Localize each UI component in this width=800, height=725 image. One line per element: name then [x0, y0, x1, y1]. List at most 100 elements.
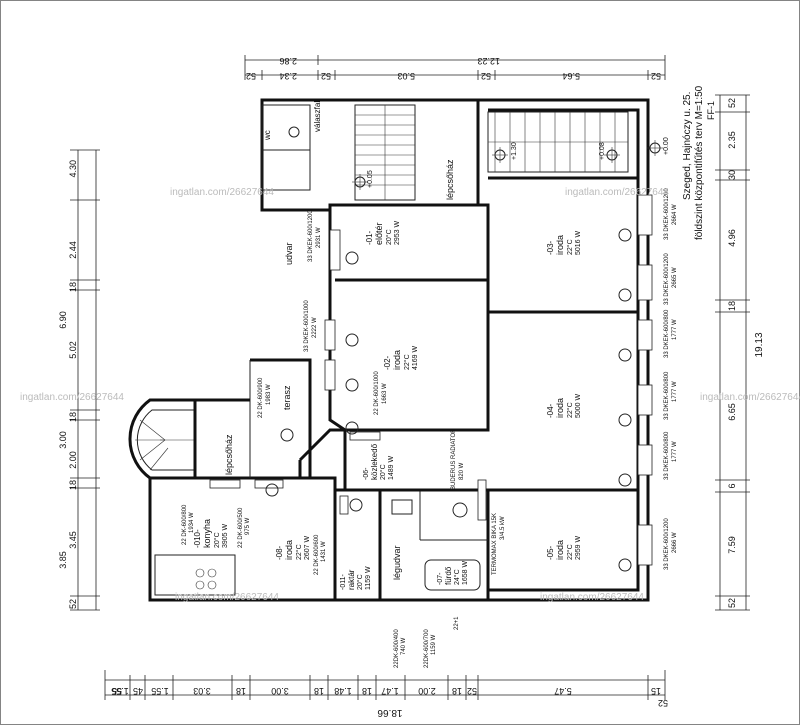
dim-right-2: 2.35 — [727, 131, 737, 149]
radiator-r3 — [637, 194, 653, 236]
room-04-name: iroda — [555, 398, 565, 418]
dim-left-12: 52 — [68, 599, 78, 609]
watermark-5: ingatlan.com/26627644 — [175, 592, 279, 603]
room-06-temp: 20°C — [379, 464, 387, 480]
room-010-num: -010- — [193, 529, 202, 548]
room-03-name: iroda — [555, 235, 565, 255]
room-01: -01- előtér 20°C 2953 W — [365, 220, 401, 245]
room-01-power: 2953 W — [394, 220, 401, 245]
dim-bottom-6: 18 — [236, 686, 246, 696]
dim-top-3: 52 — [321, 71, 331, 81]
lower-rad-b-power: 1159 W — [431, 634, 437, 655]
lower-rad-b-spec: 22DK-600/700 — [424, 629, 430, 668]
room-02-num: -02- — [383, 355, 392, 370]
watermark-3: ingatlan.com/26627644 — [20, 392, 124, 403]
radiator-r9 — [209, 479, 241, 489]
middle-block-wall — [328, 203, 490, 432]
rad-r3b-power: 2665 W — [672, 267, 678, 288]
dim-top-2: 2.34 — [279, 71, 297, 81]
top-stairs — [354, 104, 629, 201]
room-06-power: 1489 W — [388, 455, 395, 480]
radiator-r4b — [637, 384, 653, 416]
dim-top-1: 52 — [246, 71, 256, 81]
dim-left-6: 18 — [68, 412, 78, 422]
corridor-diagonal — [298, 428, 347, 490]
dim-bottom-4: 1.55 — [151, 686, 169, 696]
dim-bottom-5: 3.03 — [193, 686, 211, 696]
right-block-inner — [488, 108, 640, 592]
spiral-stair — [128, 398, 250, 480]
wc-block: wc válaszfal — [261, 101, 322, 191]
rad-r3-spec: 33 DKEK-600/1200 — [664, 188, 670, 240]
elevation-3: +0.08 — [599, 142, 606, 160]
dim-top-total-b: 12.23 — [477, 56, 500, 66]
dim-bottom-3: 45 — [133, 686, 143, 696]
rad-r8-spec: 22 DK-600/1000 — [374, 371, 380, 415]
dim-bottom-13: 18 — [452, 686, 462, 696]
dim-right-7: 6 — [727, 483, 737, 488]
elevation-2: +1.30 — [511, 142, 518, 160]
room-02-name: iroda — [392, 350, 402, 370]
room-08-num: -08- — [275, 545, 284, 560]
room-011: -011- raktár 20°C 1159 W — [340, 566, 372, 590]
radiator-r8 — [254, 479, 284, 489]
rad-r4a-power: 1777 W — [672, 319, 678, 340]
room-07: -07- fürdő 24°C 1658 W — [437, 560, 469, 585]
dim-right-3: 30 — [727, 170, 737, 180]
room-011-temp: 20°C — [356, 574, 364, 590]
valve-markers — [265, 228, 632, 572]
room-06: -06- közlekedő 20°C 1489 W — [363, 443, 395, 480]
radiator-r4c — [637, 444, 653, 476]
room-010-power: 3905 W — [222, 523, 229, 548]
rad-r4b-power: 1777 W — [672, 381, 678, 402]
rad-r7-spec: TERMOMAX BIKA 15K — [492, 513, 498, 575]
left-dimensions: 4.30 2.44 18 6.90 5.02 18 3.00 2.00 18 3… — [58, 149, 100, 611]
room-08-temp: 22°C — [295, 544, 303, 560]
title-line-2: földszint központifűtés terv M=1:50 — [694, 85, 705, 240]
room-011-name: raktár — [347, 569, 356, 590]
room-07-num: -07- — [437, 572, 444, 585]
rad-r5-power: 2666 W — [672, 532, 678, 553]
title-block: Szeged, Hajnóczy u. 25. földszint közpon… — [682, 85, 716, 240]
room-08-name: iroda — [284, 540, 294, 560]
dim-top-5: 52 — [481, 71, 491, 81]
dim-top-7: 52 — [651, 71, 661, 81]
dim-bottom-17: 52 — [658, 698, 668, 708]
room-08: -08- iroda 22°C 2607 W — [275, 535, 311, 560]
dim-right-6: 6.65 — [727, 403, 737, 421]
dim-left-9: 18 — [68, 480, 78, 490]
terasz-label: terasz — [282, 385, 292, 410]
wc-label: wc — [263, 130, 272, 141]
dim-bottom-16: 15 — [651, 686, 661, 696]
watermark-1: ingatlan.com/26627644 — [170, 187, 274, 198]
rad-r4a-spec: 33 DKEK-600/800 — [664, 309, 670, 358]
room-03: -03- iroda 22°C 5016 W — [546, 230, 582, 255]
room-010-temp: 20°C — [213, 532, 221, 548]
rad-r9-power: 1934 W — [189, 512, 195, 533]
lepcsohaz-top-label: lépcsőház — [445, 159, 455, 200]
dim-right-5: 18 — [727, 301, 737, 311]
udvar-label: udvar — [284, 242, 294, 265]
watermark-4: ingatlan.com/26627644 — [700, 392, 800, 403]
watermark-6: ingatlan.com/26627644 — [540, 592, 644, 603]
lower-note: 22+1 — [454, 616, 460, 630]
watermarks: ingatlan.com/26627644 ingatlan.com/26627… — [20, 187, 800, 603]
room-05: -05- iroda 22°C 2959 W — [546, 535, 582, 560]
elevation-marks: +0.05 +1.30 +0.08 +0.00 — [352, 137, 670, 190]
dim-bottom-14: 52 — [467, 686, 477, 696]
dim-top-6: 5.64 — [562, 71, 580, 81]
bottom-dimensions: 55 1.55 45 1.55 3.03 18 3.00 18 1.48 18 … — [104, 670, 668, 718]
rad-r10-spec: 22 DK-600/600 — [314, 534, 320, 575]
rad-r4c-power: 1777 W — [672, 441, 678, 462]
room-04: -04- iroda 22°C 5000 W — [546, 393, 582, 418]
kitchen-fixtures — [154, 554, 236, 596]
radiators — [209, 194, 653, 566]
rad-r4c-spec: 33 DKEK-600/800 — [664, 431, 670, 480]
radiator-r2 — [324, 319, 336, 351]
room-03-temp: 22°C — [566, 239, 574, 255]
room-02-temp: 22°C — [403, 354, 411, 370]
room-02-power: 4169 W — [412, 345, 419, 370]
bath-block-wall — [333, 478, 490, 602]
dim-left-4: 6.90 — [58, 311, 68, 329]
rad-r6-spec: BUDERUS RADIATOR — [451, 428, 457, 490]
